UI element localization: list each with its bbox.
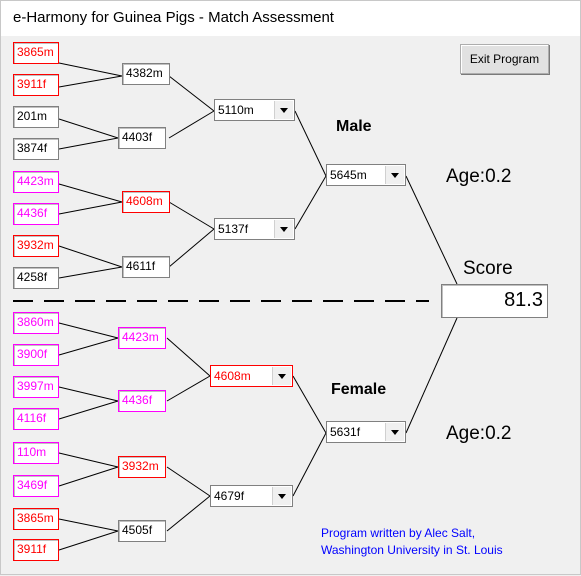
dropdown-value: 5645m: [330, 168, 367, 182]
male-ancestor-box[interactable]: 4423m: [13, 171, 59, 193]
chevron-down-icon[interactable]: [385, 423, 404, 441]
chevron-down-icon[interactable]: [385, 166, 404, 184]
dropdown-value: 4608m: [214, 369, 251, 383]
female-grandparent-dropdown[interactable]: 4608m: [210, 365, 293, 387]
chevron-down-icon[interactable]: [272, 367, 291, 385]
male-ancestor-box[interactable]: 4258f: [13, 267, 59, 289]
female-ancestor-box[interactable]: 3860m: [13, 312, 59, 334]
female-animal-dropdown[interactable]: 5631f: [326, 421, 406, 443]
female-ancestor-box[interactable]: 3911f: [13, 539, 59, 561]
dropdown-value: 5110m: [218, 103, 254, 117]
exit-program-button[interactable]: Exit Program: [460, 44, 549, 74]
chevron-down-icon[interactable]: [274, 220, 293, 238]
female-ancestor-box[interactable]: 3469f: [13, 475, 59, 497]
female-grandparent-dropdown[interactable]: 4679f: [210, 485, 293, 507]
male-parent-box[interactable]: 4382m: [122, 63, 170, 85]
female-ancestor-box[interactable]: 3865m: [13, 508, 59, 530]
male-animal-dropdown[interactable]: 5645m: [326, 164, 406, 186]
score-label: Score: [463, 258, 513, 279]
male-grandparent-dropdown[interactable]: 5137f: [214, 218, 295, 240]
credit-line-2: Washington University in St. Louis: [321, 543, 503, 557]
male-parent-box[interactable]: 4611f: [122, 256, 170, 278]
female-heading: Female: [331, 381, 387, 398]
score-value-field: 81.3: [441, 284, 548, 318]
dropdown-value: 5137f: [218, 222, 249, 236]
male-ancestor-box[interactable]: 3932m: [13, 235, 59, 257]
male-heading: Male: [336, 118, 372, 135]
credit-line-1: Program written by Alec Salt,: [321, 526, 476, 540]
male-ancestor-box[interactable]: 3874f: [13, 138, 59, 160]
window-title: e-Harmony for Guinea Pigs - Match Assess…: [13, 9, 334, 26]
dropdown-value: 4679f: [214, 489, 245, 503]
female-ancestor-box[interactable]: 110m: [13, 442, 59, 464]
female-age: Age:0.2: [446, 423, 512, 444]
female-parent-box[interactable]: 4423m: [118, 327, 166, 349]
male-ancestor-box[interactable]: 201m: [13, 106, 59, 128]
title-bar: e-Harmony for Guinea Pigs - Match Assess…: [1, 1, 580, 36]
female-parent-box[interactable]: 4505f: [118, 520, 166, 542]
female-ancestor-box[interactable]: 3900f: [13, 344, 59, 366]
dropdown-value: 5631f: [330, 425, 361, 439]
chevron-down-icon[interactable]: [272, 487, 291, 505]
male-age: Age:0.2: [446, 166, 512, 187]
chevron-down-icon[interactable]: [274, 101, 293, 119]
credit-text: Program written by Alec Salt, Washington…: [321, 525, 503, 559]
female-parent-box[interactable]: 3932m: [118, 456, 166, 478]
male-ancestor-box[interactable]: 3865m: [13, 42, 59, 64]
male-parent-box[interactable]: 4403f: [118, 127, 166, 149]
male-ancestor-box[interactable]: 4436f: [13, 203, 59, 225]
female-parent-box[interactable]: 4436f: [118, 390, 166, 412]
male-ancestor-box[interactable]: 3911f: [13, 74, 59, 96]
female-ancestor-box[interactable]: 4116f: [13, 408, 59, 430]
female-ancestor-box[interactable]: 3997m: [13, 376, 59, 398]
male-grandparent-dropdown[interactable]: 5110m: [214, 99, 295, 121]
male-parent-box[interactable]: 4608m: [122, 191, 170, 213]
